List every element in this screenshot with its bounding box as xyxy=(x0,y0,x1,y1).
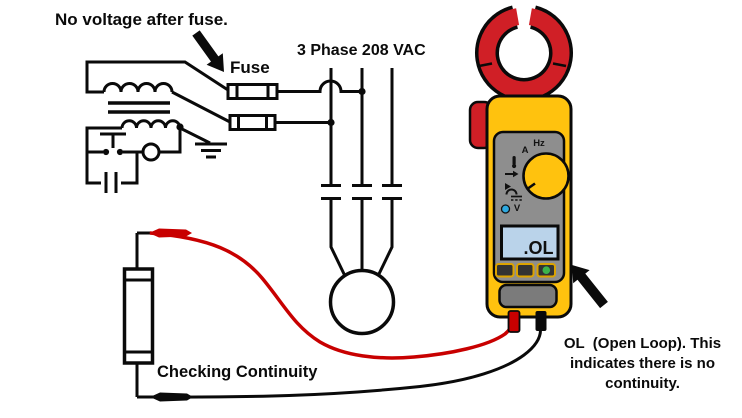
continuity-test-setup xyxy=(122,228,542,402)
ol-caption-line2: indicates there is no xyxy=(569,355,716,372)
fuse-under-test xyxy=(122,267,155,365)
dial-label-hz: Hz xyxy=(533,138,545,149)
wire-top-loop xyxy=(85,60,229,94)
rotary-dial-pointer xyxy=(525,182,536,191)
ol-caption-line1: OL (Open Loop). This xyxy=(563,335,722,352)
coil-lamp-symbol xyxy=(141,142,161,162)
battery-compartment xyxy=(498,283,558,309)
arrow-to-meter xyxy=(572,265,608,309)
dc-voltage-marks-icon xyxy=(511,195,522,201)
junction-dots xyxy=(102,87,366,156)
fuse-1-symbol xyxy=(226,83,279,100)
green-power-dot xyxy=(542,266,551,275)
rotary-dial[interactable] xyxy=(522,152,570,200)
wire-fuse1-hop xyxy=(277,79,362,93)
fuse-under-test-caps xyxy=(124,278,153,354)
red-lead-plug xyxy=(507,310,521,333)
meter-button-1[interactable] xyxy=(495,263,515,278)
arrow-to-fuse xyxy=(192,30,224,72)
phase-lines-lower xyxy=(329,198,394,277)
thermometer-icon xyxy=(511,156,517,169)
red-alligator-clip xyxy=(149,228,192,238)
transformer-secondary-coil xyxy=(120,119,182,129)
ol-caption-line3: continuity. xyxy=(605,375,680,392)
pushbutton-symbol xyxy=(100,132,126,148)
black-lead-plug xyxy=(535,311,547,331)
fuse-2-symbol xyxy=(228,114,277,131)
checking-continuity-label: Checking Continuity xyxy=(157,363,318,381)
clamp-jaw-continuity-icon xyxy=(505,183,518,195)
black-test-wire xyxy=(151,329,542,399)
blue-indicator-dot[interactable] xyxy=(500,204,511,214)
wire-control-right xyxy=(159,128,182,154)
lcd-display xyxy=(500,224,560,261)
motor-symbol xyxy=(328,268,396,336)
meter-button-2[interactable] xyxy=(516,263,535,278)
dial-label-amps: A xyxy=(522,145,529,156)
wire-primary-to-fuse2 xyxy=(171,90,231,124)
clamp-meter: Hz A V .OL xyxy=(468,5,573,333)
fuse-2-caps xyxy=(237,115,268,130)
wire-control-left xyxy=(85,126,122,185)
ol-caption: OL (Open Loop). This indicates there is … xyxy=(543,334,742,394)
holding-contact xyxy=(104,172,118,193)
wire-holding-riser xyxy=(121,152,139,185)
transformer-core xyxy=(108,101,170,114)
black-alligator-clip xyxy=(150,392,193,402)
red-test-wire xyxy=(149,231,516,360)
contactor-contacts xyxy=(321,184,402,200)
wire-to-ground xyxy=(179,126,211,145)
transformer-primary-coil xyxy=(102,82,174,93)
fuse-1-caps xyxy=(235,84,270,99)
ground-symbol xyxy=(195,142,227,159)
clamp-jaw xyxy=(478,8,570,99)
fuse-label: Fuse xyxy=(230,58,270,77)
no-voltage-annotation: No voltage after fuse. xyxy=(55,10,228,29)
dial-label-volts: V xyxy=(514,203,521,214)
lcd-reading: .OL xyxy=(524,238,554,258)
clamp-jaw-marks xyxy=(478,62,567,68)
fuse-under-test-wires xyxy=(135,231,155,399)
control-transformer-schematic xyxy=(85,60,402,336)
arrow-right-icon xyxy=(505,170,519,178)
supply-label: 3 Phase 208 VAC xyxy=(297,42,426,59)
